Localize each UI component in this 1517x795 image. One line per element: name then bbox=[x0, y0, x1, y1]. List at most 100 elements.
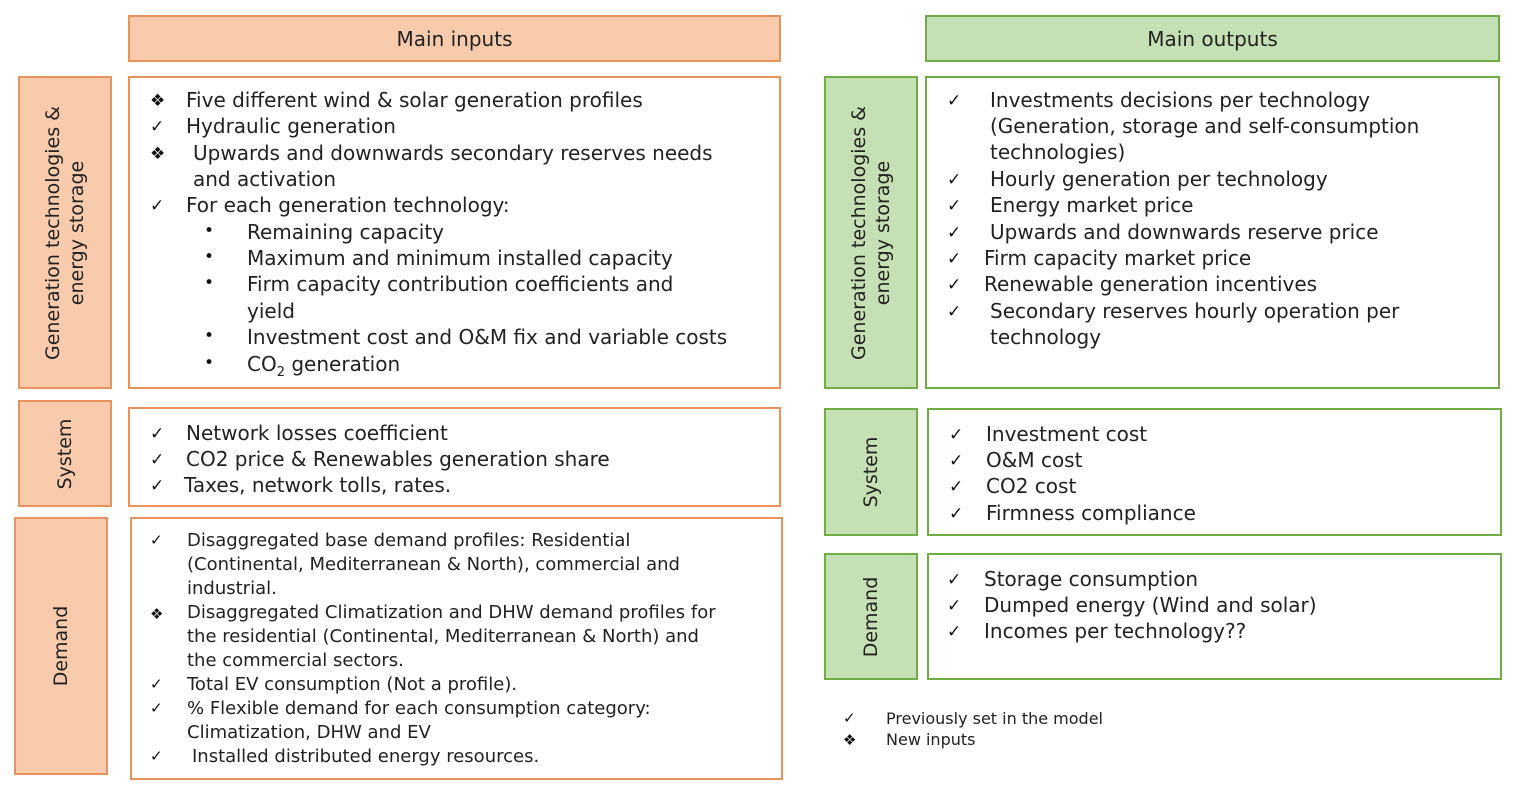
check-mark: ✓ bbox=[947, 596, 962, 616]
legend-new: New inputs bbox=[886, 730, 976, 749]
check-mark: ✓ bbox=[947, 196, 962, 216]
inputs-system-label: System bbox=[54, 418, 76, 489]
check-mark: ✓ bbox=[150, 117, 165, 137]
bullet-mark: • bbox=[204, 247, 215, 267]
check-mark: ✓ bbox=[947, 223, 962, 243]
list-item: Hydraulic generation bbox=[186, 114, 396, 138]
check-mark: ✓ bbox=[947, 275, 962, 295]
new-input-mark: ❖ bbox=[150, 144, 166, 164]
check-mark: ✓ bbox=[947, 91, 962, 111]
list-item: Upwards and downwards secondary reserves… bbox=[193, 141, 713, 165]
check-mark: ✓ bbox=[949, 425, 964, 445]
check-mark: ✓ bbox=[150, 450, 165, 470]
list-item: Renewable generation incentives bbox=[984, 272, 1318, 296]
legend-new-mark: ❖ bbox=[843, 731, 857, 749]
check-mark: ✓ bbox=[150, 196, 165, 216]
list-item: Hourly generation per technology bbox=[990, 167, 1328, 191]
inputs-system-side: System bbox=[18, 400, 112, 507]
check-mark: ✓ bbox=[947, 622, 962, 642]
list-item: Disaggregated Climatization and DHW dema… bbox=[187, 602, 716, 623]
list-item: Dumped energy (Wind and solar) bbox=[984, 593, 1317, 617]
legend-previous: Previously set in the model bbox=[886, 709, 1103, 728]
outputs-system-side: System bbox=[824, 408, 918, 536]
check-mark: ✓ bbox=[150, 699, 163, 717]
list-item: Secondary reserves hourly operation per bbox=[990, 299, 1400, 323]
list-item: Total EV consumption (Not a profile). bbox=[187, 674, 518, 695]
new-input-mark: ❖ bbox=[150, 91, 166, 111]
outputs-system-box: ✓ Investment cost ✓ O&M cost ✓ CO2 cost … bbox=[927, 408, 1502, 536]
check-mark: ✓ bbox=[947, 170, 962, 190]
bullet-mark: • bbox=[204, 353, 215, 373]
list-item: (Generation, storage and self-consumptio… bbox=[990, 114, 1420, 138]
list-item: Upwards and downwards reserve price bbox=[990, 220, 1379, 244]
co2-text: CO bbox=[247, 352, 277, 376]
check-mark: ✓ bbox=[949, 451, 964, 471]
main-outputs-header: Main outputs bbox=[925, 15, 1500, 62]
check-mark: ✓ bbox=[150, 531, 163, 549]
outputs-demand-label: Demand bbox=[860, 576, 882, 657]
list-item: the residential (Continental, Mediterran… bbox=[187, 626, 699, 647]
outputs-gen-side: Generation technologies & energy storage bbox=[824, 76, 918, 389]
main-outputs-title: Main outputs bbox=[1147, 26, 1278, 51]
list-item: Firm capacity contribution coefficients … bbox=[247, 272, 674, 296]
list-item: technology bbox=[990, 325, 1102, 349]
list-item: industrial. bbox=[187, 578, 277, 599]
check-mark: ✓ bbox=[947, 570, 962, 590]
inputs-demand-side: Demand bbox=[14, 517, 108, 775]
list-item: For each generation technology: bbox=[186, 193, 510, 217]
co2-subscript: 2 bbox=[276, 365, 285, 380]
list-item: Investments decisions per technology bbox=[990, 88, 1370, 112]
inputs-system-box: ✓ Network losses coefficient ✓ CO2 price… bbox=[128, 407, 781, 507]
list-item: Five different wind & solar generation p… bbox=[186, 88, 643, 112]
list-item: Incomes per technology?? bbox=[984, 619, 1247, 643]
list-item: % Flexible demand for each consumption c… bbox=[187, 698, 651, 719]
new-input-mark: ❖ bbox=[150, 605, 164, 623]
inputs-demand-label: Demand bbox=[50, 605, 72, 687]
list-item: the commercial sectors. bbox=[187, 650, 404, 671]
main-inputs-title: Main inputs bbox=[396, 26, 513, 51]
list-item: Firm capacity market price bbox=[984, 246, 1252, 270]
list-item: Storage consumption bbox=[984, 567, 1199, 591]
list-item: Remaining capacity bbox=[247, 220, 444, 244]
main-inputs-header: Main inputs bbox=[128, 15, 781, 62]
list-item: yield bbox=[247, 299, 295, 323]
list-item: Energy market price bbox=[990, 193, 1194, 217]
list-item: (Continental, Mediterranean & North), co… bbox=[187, 554, 680, 575]
inputs-gen-box: ❖ Five different wind & solar generation… bbox=[128, 76, 781, 389]
outputs-gen-label: Generation technologies & energy storage bbox=[848, 105, 894, 360]
list-item: CO2 cost bbox=[986, 474, 1077, 498]
check-mark: ✓ bbox=[150, 747, 163, 765]
list-item: Investment cost bbox=[986, 422, 1148, 446]
inputs-gen-label: Generation technologies & energy storage bbox=[42, 105, 88, 360]
check-mark: ✓ bbox=[150, 476, 165, 496]
list-item: technologies) bbox=[990, 140, 1126, 164]
list-item: Maximum and minimum installed capacity bbox=[247, 246, 673, 270]
list-item: and activation bbox=[193, 167, 337, 191]
list-item: CO2 generation bbox=[247, 352, 400, 380]
check-mark: ✓ bbox=[949, 477, 964, 497]
check-mark: ✓ bbox=[947, 249, 962, 269]
bullet-mark: • bbox=[204, 273, 215, 293]
check-mark: ✓ bbox=[949, 504, 964, 524]
list-item: O&M cost bbox=[986, 448, 1083, 472]
bullet-mark: • bbox=[204, 326, 215, 346]
outputs-demand-side: Demand bbox=[824, 553, 918, 680]
list-item: Firmness compliance bbox=[986, 501, 1196, 525]
list-item: Climatization, DHW and EV bbox=[187, 722, 431, 743]
list-item: Installed distributed energy resources. bbox=[192, 746, 540, 767]
list-item: Network losses coefficient bbox=[186, 421, 448, 445]
list-item: CO2 price & Renewables generation share bbox=[186, 447, 610, 471]
bullet-mark: • bbox=[204, 221, 215, 241]
list-item: Investment cost and O&M fix and variable… bbox=[247, 325, 728, 349]
check-mark: ✓ bbox=[150, 424, 165, 444]
outputs-demand-box: ✓ Storage consumption ✓ Dumped energy (W… bbox=[927, 553, 1502, 680]
outputs-system-label: System bbox=[860, 436, 882, 508]
check-mark: ✓ bbox=[947, 302, 962, 322]
generation-text: generation bbox=[291, 352, 401, 376]
outputs-gen-box: ✓ Investments decisions per technology (… bbox=[925, 76, 1500, 389]
legend-check-mark: ✓ bbox=[843, 709, 856, 727]
list-item: Taxes, network tolls, rates. bbox=[184, 473, 452, 497]
list-item: Disaggregated base demand profiles: Resi… bbox=[187, 530, 631, 551]
check-mark: ✓ bbox=[150, 675, 163, 693]
inputs-gen-side: Generation technologies & energy storage bbox=[18, 76, 112, 389]
